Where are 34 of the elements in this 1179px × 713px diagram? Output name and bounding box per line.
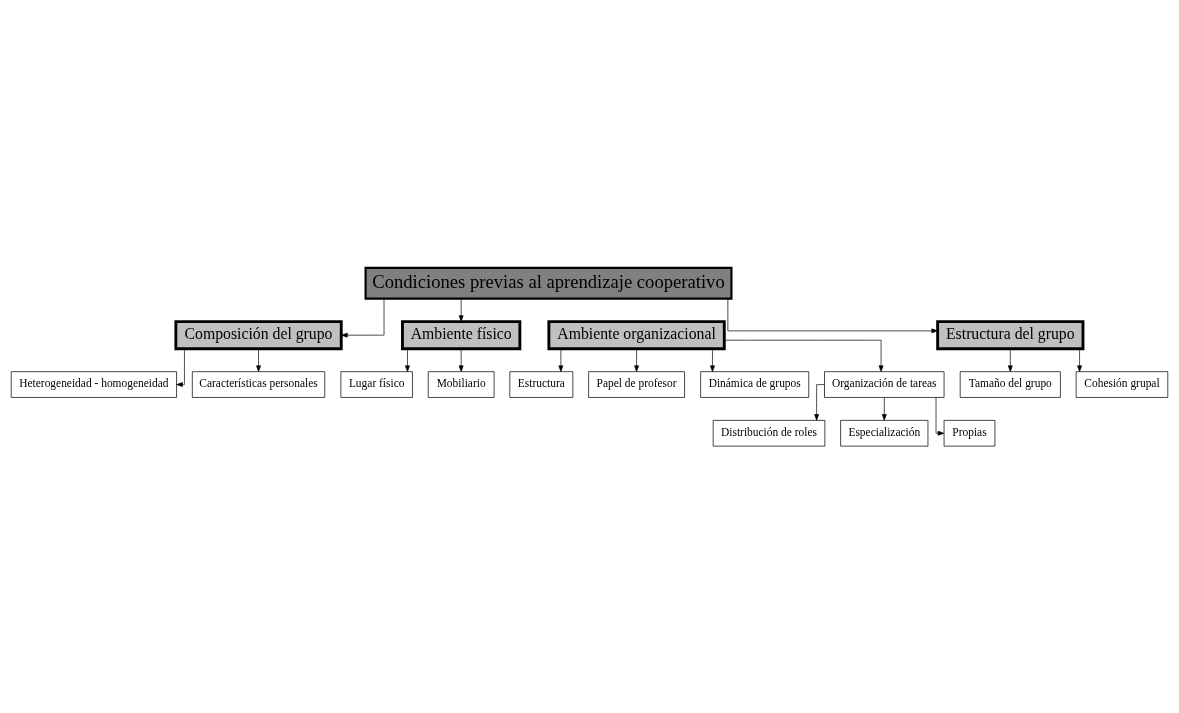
node-box: Estructura del grupo (936, 319, 1085, 350)
node-box: Organización de tareas (824, 370, 945, 398)
node-box: Ambiente organizacional (547, 319, 726, 350)
node-box: Cohesión grupal (1075, 370, 1169, 398)
node-box: Condiciones previas al aprendizaje cooperativo (364, 266, 733, 300)
node-box: Características personales (191, 370, 326, 398)
arrow (881, 396, 887, 421)
node-box: Mobiliario (427, 370, 495, 398)
arrow (727, 297, 938, 333)
node-box: Estructura (509, 370, 574, 398)
arrow (341, 297, 385, 338)
arrow (814, 383, 825, 421)
arrow (724, 339, 884, 372)
node-box: Ambiente físico (401, 319, 522, 350)
arrow (1007, 348, 1013, 372)
node-box: Especialización (840, 419, 929, 446)
arrow (176, 348, 185, 387)
node-box: Tamaño del grupo (959, 370, 1061, 398)
node-box: Papel de profesor (588, 370, 685, 398)
node-box: Propias (943, 419, 996, 446)
arrow (558, 348, 564, 372)
arrow (1077, 348, 1082, 372)
arrow (256, 348, 261, 372)
arrow (405, 348, 410, 372)
arrow (634, 348, 639, 372)
node-box: Composición del grupo (174, 319, 343, 350)
arrow (710, 348, 715, 372)
arrow (458, 348, 464, 372)
arrow (935, 396, 945, 436)
node-box: Heterogeneidad - homogeneidad (10, 370, 177, 398)
node-box: Distribución de roles (712, 419, 826, 446)
arrow (458, 297, 464, 322)
node-box: Dinámica de grupos (700, 370, 810, 398)
node-box: Lugar físico (340, 370, 413, 398)
